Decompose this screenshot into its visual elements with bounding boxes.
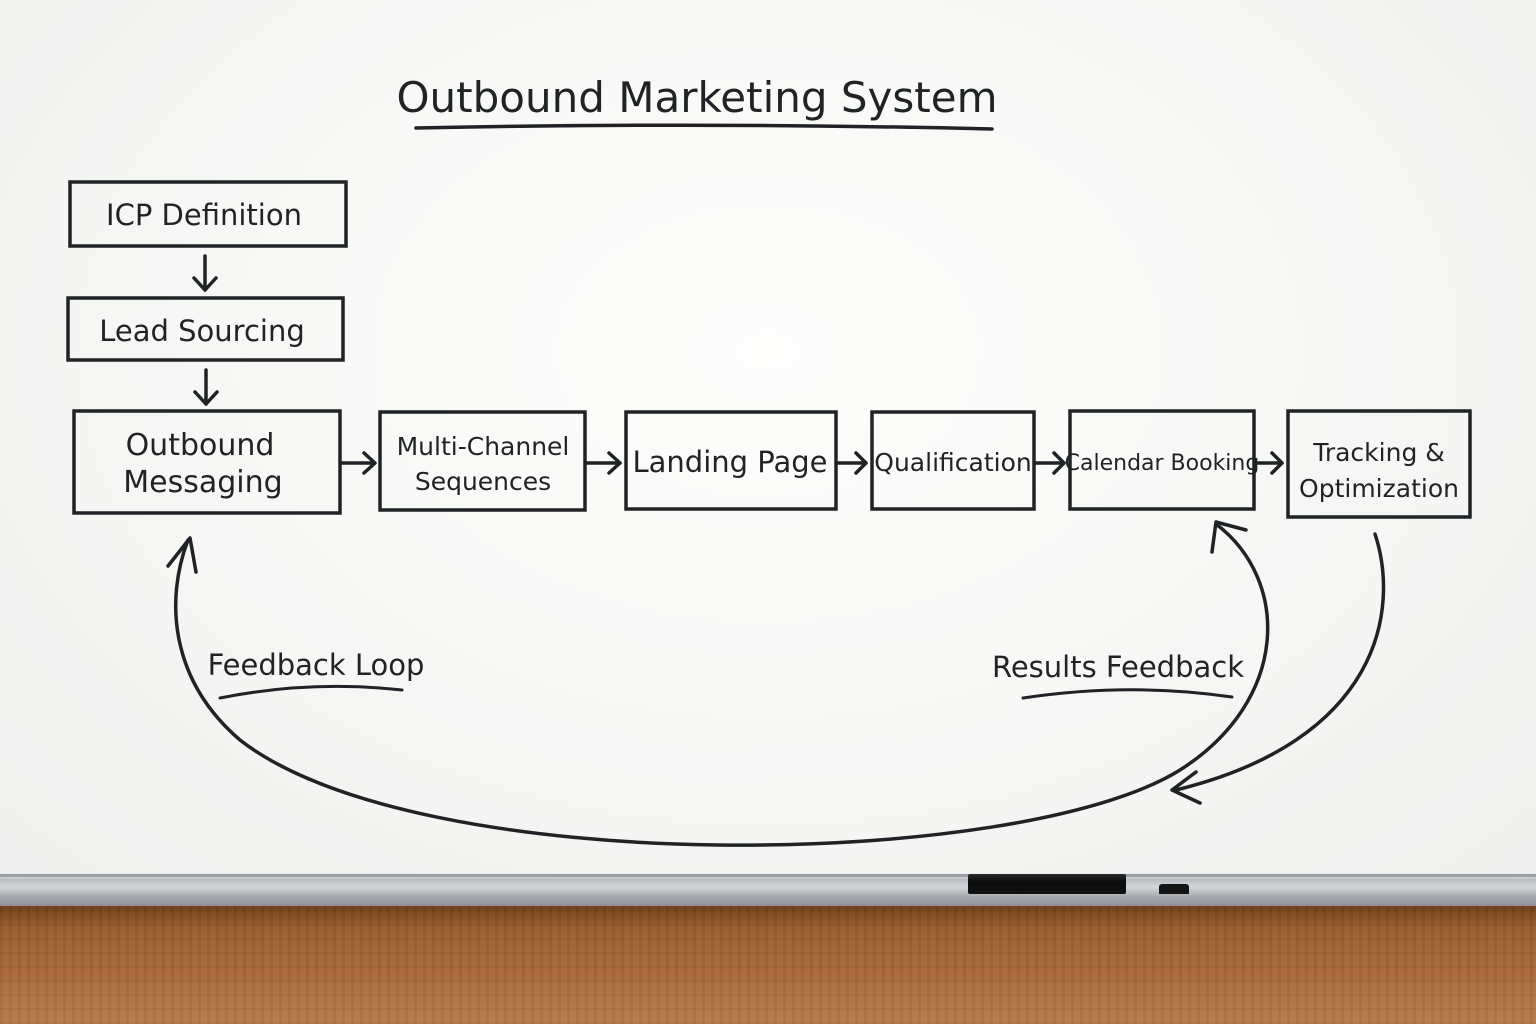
arrow-lead-to-outbound — [193, 368, 219, 406]
node-label: Calendar Booking — [1065, 451, 1260, 476]
node-landing-page: Landing Page — [624, 410, 838, 511]
node-label-line1: Outbound — [126, 428, 275, 463]
node-label-line1: Multi-Channel — [397, 432, 570, 461]
node-label: Lead Sourcing — [99, 314, 305, 348]
arrow-outbound-to-multichannel — [339, 451, 377, 475]
node-label-line1: Tracking & — [1312, 438, 1445, 467]
node-label: Landing Page — [633, 445, 828, 479]
node-outbound-messaging: Outbound Messaging — [72, 409, 342, 515]
results-feedback-label: Results Feedback — [992, 650, 1244, 684]
title-underline — [414, 123, 994, 131]
results-feedback-underline — [1021, 688, 1234, 700]
arrow-landing-to-qualification — [835, 451, 868, 475]
arrow-calendar-to-tracking — [1253, 451, 1284, 475]
whiteboard — [0, 0, 1536, 878]
node-label-line2: Sequences — [415, 467, 551, 496]
marker-cap[interactable] — [1159, 884, 1189, 894]
diagram-canvas: Outbound Marketing System ICP Definition… — [66, 73, 1472, 847]
node-label: ICP Definition — [106, 198, 302, 232]
wood-wall — [0, 906, 1536, 1024]
marker-tray — [0, 874, 1536, 906]
node-label-line2: Optimization — [1299, 474, 1459, 503]
node-label-line2: Messaging — [123, 465, 282, 500]
feedback-loop-arrow — [166, 520, 1270, 847]
node-calendar-booking: Calendar Booking — [1065, 409, 1260, 511]
arrow-qualification-to-calendar — [1033, 451, 1066, 475]
arrow-multichannel-to-landing — [584, 451, 622, 475]
node-icp-definition: ICP Definition — [68, 180, 348, 248]
feedback-loop-underline — [218, 684, 404, 700]
node-label: Qualification — [874, 448, 1031, 477]
results-feedback-arrow — [1170, 532, 1386, 805]
arrow-icp-to-lead — [192, 254, 218, 292]
feedback-loop-label: Feedback Loop — [208, 648, 425, 682]
node-multi-channel-sequences: Multi-Channel Sequences — [378, 410, 587, 512]
node-tracking-optimization: Tracking & Optimization — [1286, 409, 1472, 519]
diagram-title: Outbound Marketing System — [396, 73, 997, 122]
marker-pen[interactable] — [968, 874, 1126, 894]
node-lead-sourcing: Lead Sourcing — [66, 296, 345, 362]
node-qualification: Qualification — [870, 410, 1036, 511]
tray-lip — [0, 874, 1536, 877]
